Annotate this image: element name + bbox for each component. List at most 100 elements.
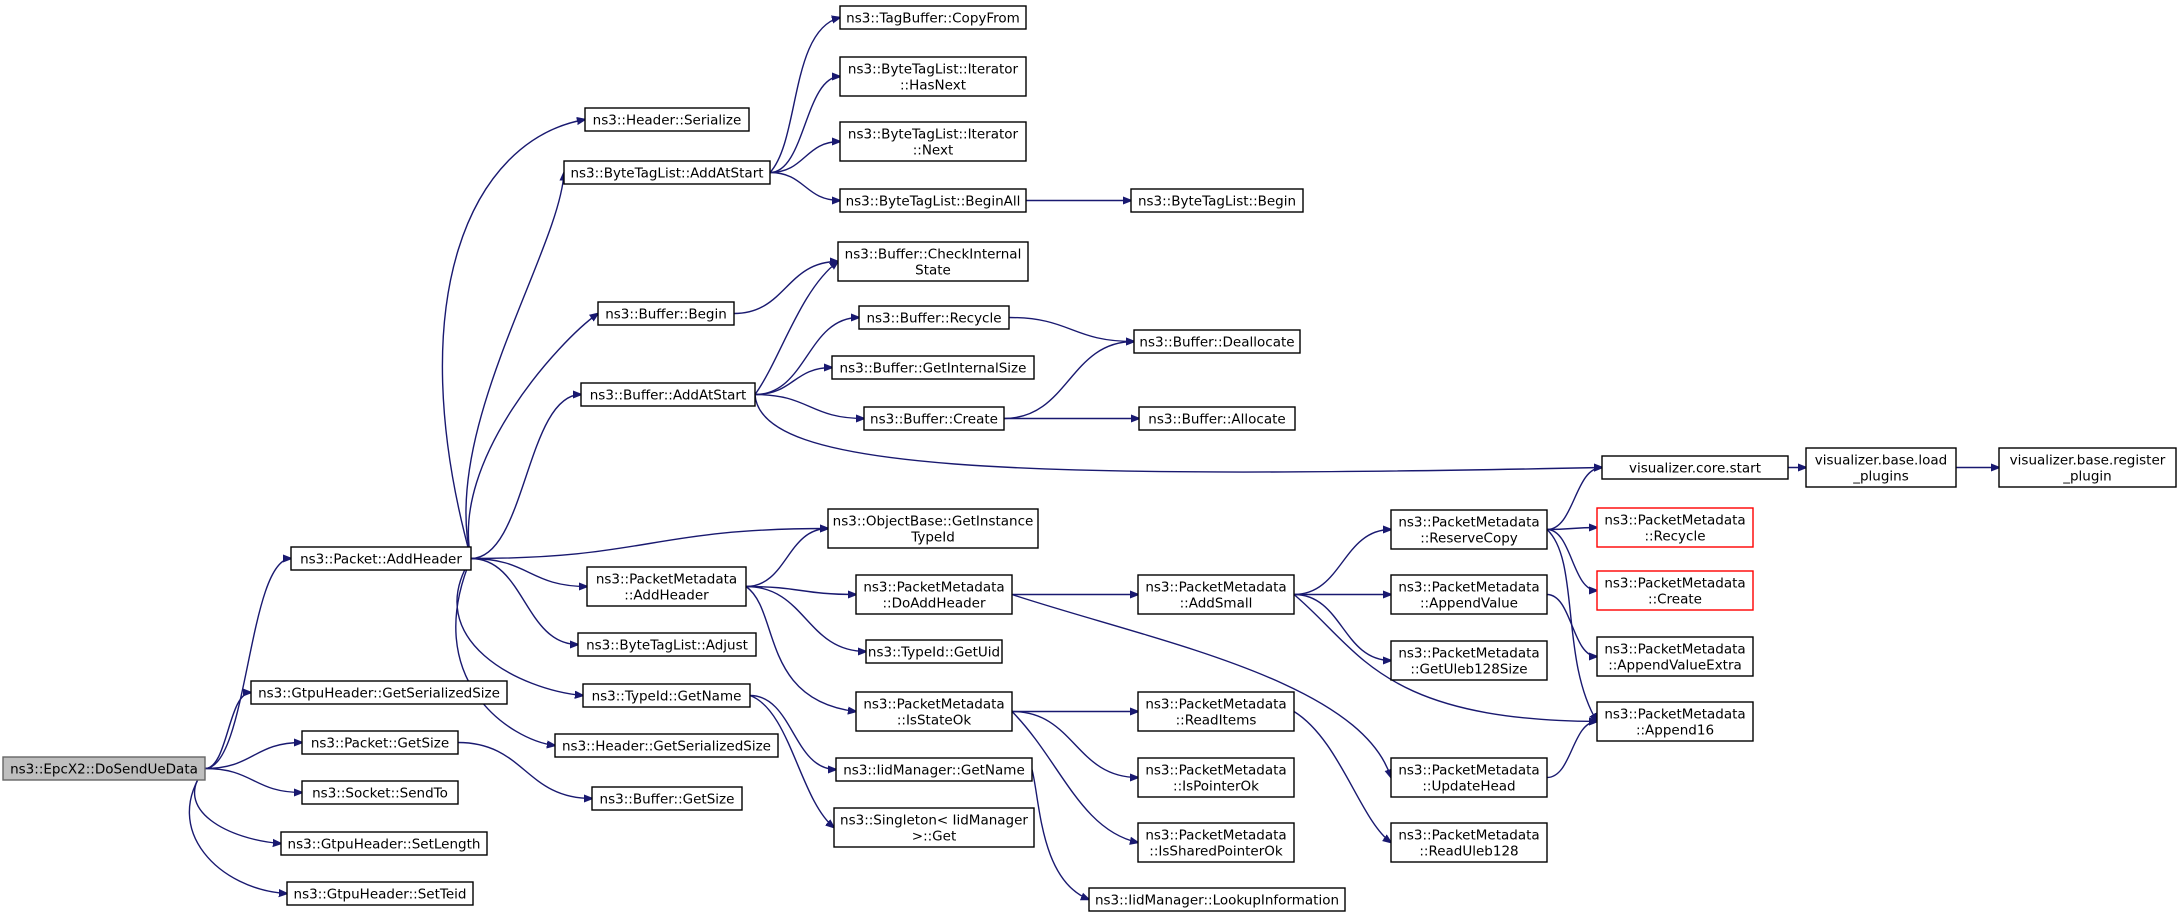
node-pmAppendValue[interactable]: ns3::PacketMetadata::AppendValue [1390, 574, 1548, 615]
node-gtpuSetLength[interactable]: ns3::GtpuHeader::SetLength [280, 831, 488, 856]
node-label: ns3::ByteTagList::Adjust [586, 638, 748, 654]
node-hdrSerialize[interactable]: ns3::Header::Serialize [584, 107, 750, 132]
node-pmAddSmall[interactable]: ns3::PacketMetadata::AddSmall [1137, 574, 1295, 615]
node-box [554, 733, 779, 758]
edge-pktAddHeader-to-bufAddAtStart [470, 395, 581, 560]
node-typeIdGetUid[interactable]: ns3::TypeId::GetUid [865, 639, 1003, 664]
node-bufCreate[interactable]: ns3::Buffer::Create [863, 406, 1005, 431]
node-label: ns3::PacketMetadata [1398, 515, 1539, 531]
edges-layer [188, 18, 1999, 900]
node-box [1137, 574, 1295, 615]
node-bufGetSize[interactable]: ns3::Buffer::GetSize [591, 786, 743, 811]
node-pmAddHeader[interactable]: ns3::PacketMetadata::AddHeader [586, 566, 747, 607]
edge-typeIdGetName-to-singletonGet [749, 694, 834, 828]
node-label: ns3::IidManager::LookupInformation [1095, 893, 1339, 909]
node-bufGetInternalSize[interactable]: ns3::Buffer::GetInternalSize [831, 355, 1035, 380]
node-pmAppend16[interactable]: ns3::PacketMetadata::Append16 [1596, 701, 1754, 742]
node-label: ns3::Buffer::GetSize [600, 792, 735, 808]
node-label: ns3::PacketMetadata [1604, 513, 1745, 529]
node-doSendUeData[interactable]: ns3::EpcX2::DoSendUeData [2, 756, 206, 781]
node-singletonGet[interactable]: ns3::Singleton< IidManager>::Get [833, 807, 1035, 848]
node-label: ns3::PacketMetadata [596, 572, 737, 588]
node-btlIterHasNext[interactable]: ns3::ByteTagList::Iterator::HasNext [839, 56, 1027, 97]
edge-pmIsStateOk-to-pmIsSharedPointerOk [1011, 711, 1138, 843]
node-bufRecycle[interactable]: ns3::Buffer::Recycle [858, 305, 1010, 330]
edge-pmIsStateOk-to-pmIsPointerOk [1011, 710, 1138, 778]
node-label: ::Create [1648, 592, 1702, 608]
edge-pmAddSmall-to-pmAppend16 [1293, 593, 1597, 722]
edge-doSendUeData-to-gtpuGetSerSize [204, 693, 251, 770]
node-iidLookupInfo[interactable]: ns3::IidManager::LookupInformation [1088, 887, 1346, 912]
node-box [580, 382, 756, 407]
node-pmIsStateOk[interactable]: ns3::PacketMetadata::IsStateOk [855, 691, 1013, 732]
node-box [1137, 822, 1295, 863]
node-typeIdGetName[interactable]: ns3::TypeId::GetName [582, 683, 751, 708]
edge-iidGetName-to-iidLookupInfo [1031, 769, 1089, 900]
node-bufAllocate[interactable]: ns3::Buffer::Allocate [1138, 406, 1296, 431]
node-label: >::Get [912, 829, 956, 845]
edge-pmAddHeader-to-pmDoAddHeader [745, 585, 856, 595]
node-pmIsSharedPointerOk[interactable]: ns3::PacketMetadata::IsSharedPointerOk [1137, 822, 1295, 863]
node-pmReadItems[interactable]: ns3::PacketMetadata::ReadItems [1137, 691, 1295, 732]
node-vizLoadPlugins[interactable]: visualizer.base.load_plugins [1805, 447, 1957, 488]
edge-pmReserveCopy-to-pmAppend16 [1546, 528, 1597, 722]
node-btlBegin[interactable]: ns3::ByteTagList::Begin [1130, 188, 1304, 213]
node-pktAddHeader[interactable]: ns3::Packet::AddHeader [290, 546, 472, 571]
node-gtpuSetTeid[interactable]: ns3::GtpuHeader::SetTeid [286, 881, 474, 906]
node-pmRecycle[interactable]: ns3::PacketMetadata::Recycle [1596, 507, 1754, 548]
node-vizCoreStart[interactable]: visualizer.core.start [1601, 455, 1789, 480]
node-btlAdjust[interactable]: ns3::ByteTagList::Adjust [577, 632, 757, 657]
node-pmUpdateHead[interactable]: ns3::PacketMetadata::UpdateHead [1390, 757, 1548, 798]
node-label: ::IsSharedPointerOk [1149, 844, 1283, 860]
node-pmAppendValueExtra[interactable]: ns3::PacketMetadata::AppendValueExtra [1596, 636, 1754, 677]
edge-bufCreate-to-bufDeallocate [1003, 342, 1134, 420]
node-pktGetSize[interactable]: ns3::Packet::GetSize [301, 730, 459, 755]
edge-pmReserveCopy-to-pmCreate [1546, 528, 1597, 591]
node-pmCreate[interactable]: ns3::PacketMetadata::Create [1596, 570, 1754, 611]
node-label: ns3::PacketMetadata [1145, 697, 1286, 713]
node-tagBufCopyFrom[interactable]: ns3::TagBuffer::CopyFrom [839, 5, 1027, 30]
node-label: visualizer.base.load [1815, 453, 1947, 469]
node-label: ns3::Buffer::Create [870, 412, 998, 428]
edge-btlAddAtStart-to-btlIterNext [769, 142, 840, 174]
node-gtpuGetSerSize[interactable]: ns3::GtpuHeader::GetSerializedSize [250, 680, 508, 705]
node-pmDoAddHeader[interactable]: ns3::PacketMetadata::DoAddHeader [855, 574, 1013, 615]
node-label: ::IsPointerOk [1173, 779, 1259, 795]
node-label: ::DoAddHeader [882, 596, 985, 612]
edge-bufRecycle-to-bufDeallocate [1008, 316, 1134, 342]
node-box [839, 56, 1027, 97]
node-hdrGetSerSize[interactable]: ns3::Header::GetSerializedSize [554, 733, 779, 758]
node-label: ns3::GtpuHeader::SetLength [288, 837, 481, 853]
node-pmReserveCopy[interactable]: ns3::PacketMetadata::ReserveCopy [1390, 509, 1548, 550]
node-socketSendTo[interactable]: ns3::Socket::SendTo [301, 780, 459, 805]
node-bufAddAtStart[interactable]: ns3::Buffer::AddAtStart [580, 382, 756, 407]
node-vizRegisterPlugin[interactable]: visualizer.base.register_plugin [1998, 447, 2177, 488]
node-label: ns3::Buffer::Recycle [866, 311, 1001, 327]
node-bufBegin[interactable]: ns3::Buffer::Begin [597, 301, 735, 326]
node-box [1998, 447, 2177, 488]
node-label: ns3::PacketMetadata [863, 697, 1004, 713]
node-box [563, 160, 771, 185]
node-pmGetUleb128Size[interactable]: ns3::PacketMetadata::GetUleb128Size [1390, 640, 1548, 681]
node-btlAddAtStart[interactable]: ns3::ByteTagList::AddAtStart [563, 160, 771, 185]
node-box [1137, 757, 1295, 798]
node-iidGetName[interactable]: ns3::IidManager::GetName [835, 757, 1033, 782]
node-pmReadUleb128[interactable]: ns3::PacketMetadata::ReadUleb128 [1390, 822, 1548, 863]
node-pmIsPointerOk[interactable]: ns3::PacketMetadata::IsPointerOk [1137, 757, 1295, 798]
edge-pktAddHeader-to-bufBegin [467, 314, 598, 559]
node-btlBeginAll[interactable]: ns3::ByteTagList::BeginAll [839, 188, 1027, 213]
node-label: ns3::TypeId::GetUid [868, 645, 1000, 661]
node-box [1805, 447, 1957, 488]
edge-doSendUeData-to-pktGetSize [204, 743, 302, 770]
node-label: ns3::GtpuHeader::GetSerializedSize [258, 686, 500, 702]
node-bufDeallocate[interactable]: ns3::Buffer::Deallocate [1133, 329, 1301, 354]
node-label: ns3::PacketMetadata [1398, 580, 1539, 596]
edge-btlAddAtStart-to-btlBeginAll [769, 171, 840, 201]
node-label: ns3::Buffer::AddAtStart [590, 388, 747, 404]
edge-doSendUeData-to-socketSendTo [204, 767, 302, 793]
node-label: ns3::Socket::SendTo [312, 786, 448, 802]
node-btlIterNext[interactable]: ns3::ByteTagList::Iterator::Next [839, 121, 1027, 162]
